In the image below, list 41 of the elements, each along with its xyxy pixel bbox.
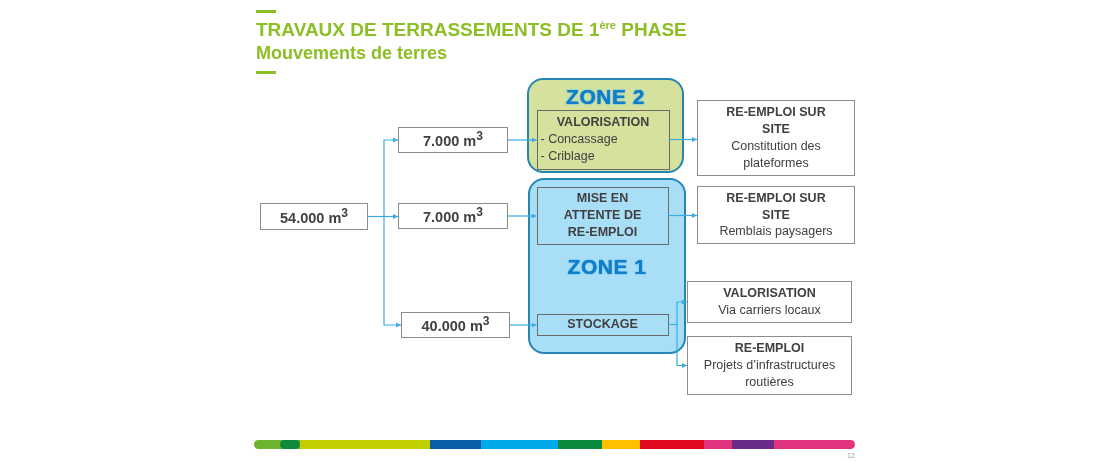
outcome-box bbox=[697, 186, 855, 244]
box-heading: RE-EMPLOI SUR SITE bbox=[725, 189, 827, 224]
box-heading: RE-EMPLOI SUR SITE bbox=[725, 104, 827, 138]
arrow bbox=[509, 322, 538, 328]
arrow bbox=[507, 213, 538, 219]
subtitle: Mouvements de terres bbox=[256, 43, 448, 64]
outcome-box bbox=[697, 100, 855, 176]
box-text: Projets d’infrastructures routières bbox=[702, 357, 837, 391]
box-text: Constitution des plateformes bbox=[730, 138, 822, 172]
outcome-box bbox=[687, 281, 852, 323]
quantity-box bbox=[398, 203, 508, 229]
box-text: Via carriers locaux bbox=[718, 302, 821, 319]
arrow bbox=[507, 137, 538, 143]
arrow bbox=[667, 213, 698, 218]
zone-title: ZONE 1 bbox=[566, 256, 648, 277]
box-text: Remblais paysagers bbox=[719, 223, 833, 241]
quantity-box bbox=[401, 312, 510, 338]
box-label: STOCKAGE bbox=[567, 316, 638, 333]
zone-title: ZONE 2 bbox=[565, 86, 646, 107]
arrow bbox=[367, 215, 402, 328]
quantity-box bbox=[398, 127, 508, 153]
box-label: 7.000 m$^{3}$ bbox=[423, 204, 483, 228]
zone-panel bbox=[528, 178, 686, 354]
process-box bbox=[536, 313, 669, 336]
list-item: - Concassage bbox=[540, 131, 619, 148]
list-item: - Criblage bbox=[540, 147, 596, 165]
title: TRAVAUX DE TERRASSEMENTS DE 1$^{ère}$ PHASE bbox=[256, 19, 687, 43]
box-label: 7.000 m$^{3}$ bbox=[423, 128, 483, 152]
box-heading: VALORISATION bbox=[555, 114, 651, 132]
outcome-box bbox=[687, 336, 852, 395]
box-label: 40.000 m$^{3}$ bbox=[421, 313, 490, 337]
arrow bbox=[667, 323, 688, 368]
box-heading: VALORISATION bbox=[723, 285, 816, 302]
quantity-box bbox=[260, 203, 368, 230]
process-box bbox=[536, 186, 669, 245]
zone-panel bbox=[527, 78, 684, 173]
box-heading: RE-EMPLOI bbox=[734, 340, 805, 358]
box-label: 54.000 m$^{3}$ bbox=[280, 204, 348, 228]
process-box bbox=[536, 109, 670, 170]
arrow bbox=[668, 137, 698, 142]
box-label: MISE EN ATTENTE DE RE-EMPLOI bbox=[562, 190, 643, 241]
